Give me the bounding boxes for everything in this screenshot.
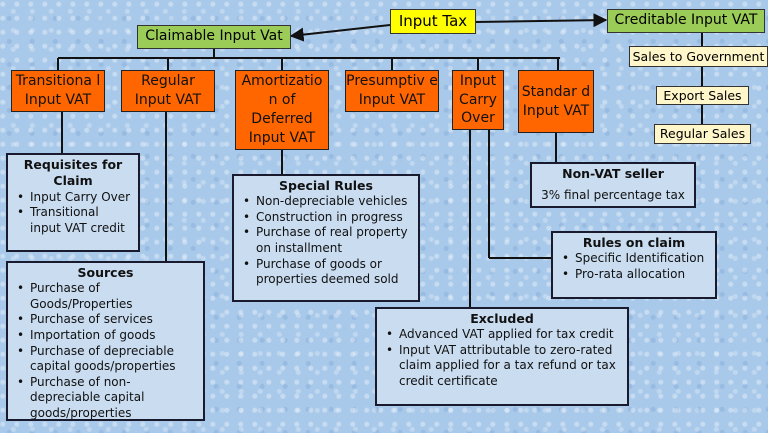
arrow-to-claimable	[289, 24, 391, 42]
input-carry-over-label: Input Carry Over	[459, 72, 497, 127]
input-carry-over-node: Input Carry Over	[452, 70, 504, 130]
list-item: Purchase of goods or properties deemed s…	[243, 257, 412, 288]
amortization-deferred-input-vat-label: Amortizatio n of Deferred Input VAT	[241, 73, 323, 146]
list-item: Pro-rata allocation	[562, 267, 709, 283]
regular-sales-node: Regular Sales	[654, 124, 751, 144]
presumptive-input-vat-node: Presumptiv e Input VAT	[345, 70, 439, 112]
list-item: Specific Identification	[562, 251, 709, 267]
sources-panel: Sources Purchase of Goods/Properties Pur…	[6, 261, 205, 421]
list-item: Importation of goods	[17, 328, 197, 344]
rules-on-claim-panel: Rules on claim Specific Identification P…	[551, 231, 717, 299]
non-vat-seller-title: Non-VAT seller	[562, 166, 664, 181]
regular-sales-label: Regular Sales	[659, 126, 746, 142]
list-item: Construction in progress	[243, 210, 412, 226]
claimable-input-vat-node: Claimable Input Vat	[137, 25, 291, 49]
export-sales-node: Export Sales	[656, 86, 749, 105]
claimable-input-vat-label: Claimable Input Vat	[145, 28, 283, 45]
creditable-input-vat-node: Creditable Input VAT	[607, 9, 765, 33]
input-tax-label: Input Tax	[398, 12, 468, 31]
export-sales-label: Export Sales	[663, 87, 742, 103]
special-rules-panel: Special Rules Non-depreciable vehicles C…	[232, 174, 420, 302]
arrow-to-creditable	[475, 13, 608, 28]
creditable-input-vat-label: Creditable Input VAT	[614, 12, 758, 29]
list-item: Non-depreciable vehicles	[243, 194, 412, 210]
regular-input-vat-label: Regular Input VAT	[134, 73, 202, 108]
list-item: Purchase of depreciable capital goods/pr…	[17, 344, 197, 375]
amortization-deferred-input-vat-node: Amortizatio n of Deferred Input VAT	[235, 70, 329, 150]
presumptive-input-vat-label: Presumptiv e Input VAT	[346, 73, 438, 108]
list-item: Purchase of non-depreciable capital good…	[17, 375, 197, 419]
requisites-title: Requisites for Claim	[23, 157, 123, 189]
non-vat-seller-panel: Non-VAT seller 3% final percentage tax	[530, 162, 696, 208]
transitional-input-vat-node: Transitiona l Input VAT	[11, 70, 105, 112]
list-item: Advanced VAT applied for tax credit	[386, 327, 621, 343]
sales-to-government-node: Sales to Government	[629, 46, 768, 67]
list-item: Transitional input VAT credit	[17, 205, 132, 236]
list-item: Purchase of services	[17, 312, 197, 328]
list-item: Input VAT attributable to zero-rated cla…	[386, 343, 621, 390]
regular-input-vat-node: Regular Input VAT	[121, 70, 215, 112]
standard-input-vat-label: Standar d Input VAT	[521, 83, 591, 119]
list-item: Purchase of real property on installment	[243, 225, 412, 256]
requisites-for-claim-panel: Requisites for Claim Input Carry Over Tr…	[6, 153, 140, 252]
special-rules-title: Special Rules	[279, 178, 373, 193]
sales-to-government-label: Sales to Government	[632, 48, 765, 64]
excluded-panel: Excluded Advanced VAT applied for tax cr…	[375, 307, 629, 406]
standard-input-vat-node: Standar d Input VAT	[518, 70, 594, 133]
list-item: Input Carry Over	[17, 190, 132, 206]
rules-on-claim-title: Rules on claim	[582, 235, 686, 250]
non-vat-seller-text: 3% final percentage tax	[541, 188, 685, 203]
transitional-input-vat-label: Transitiona l Input VAT	[15, 73, 101, 108]
excluded-title: Excluded	[470, 311, 534, 326]
list-item: Purchase of Goods/Properties	[17, 281, 197, 312]
sources-title: Sources	[77, 265, 134, 280]
input-tax-node: Input Tax	[390, 9, 476, 34]
